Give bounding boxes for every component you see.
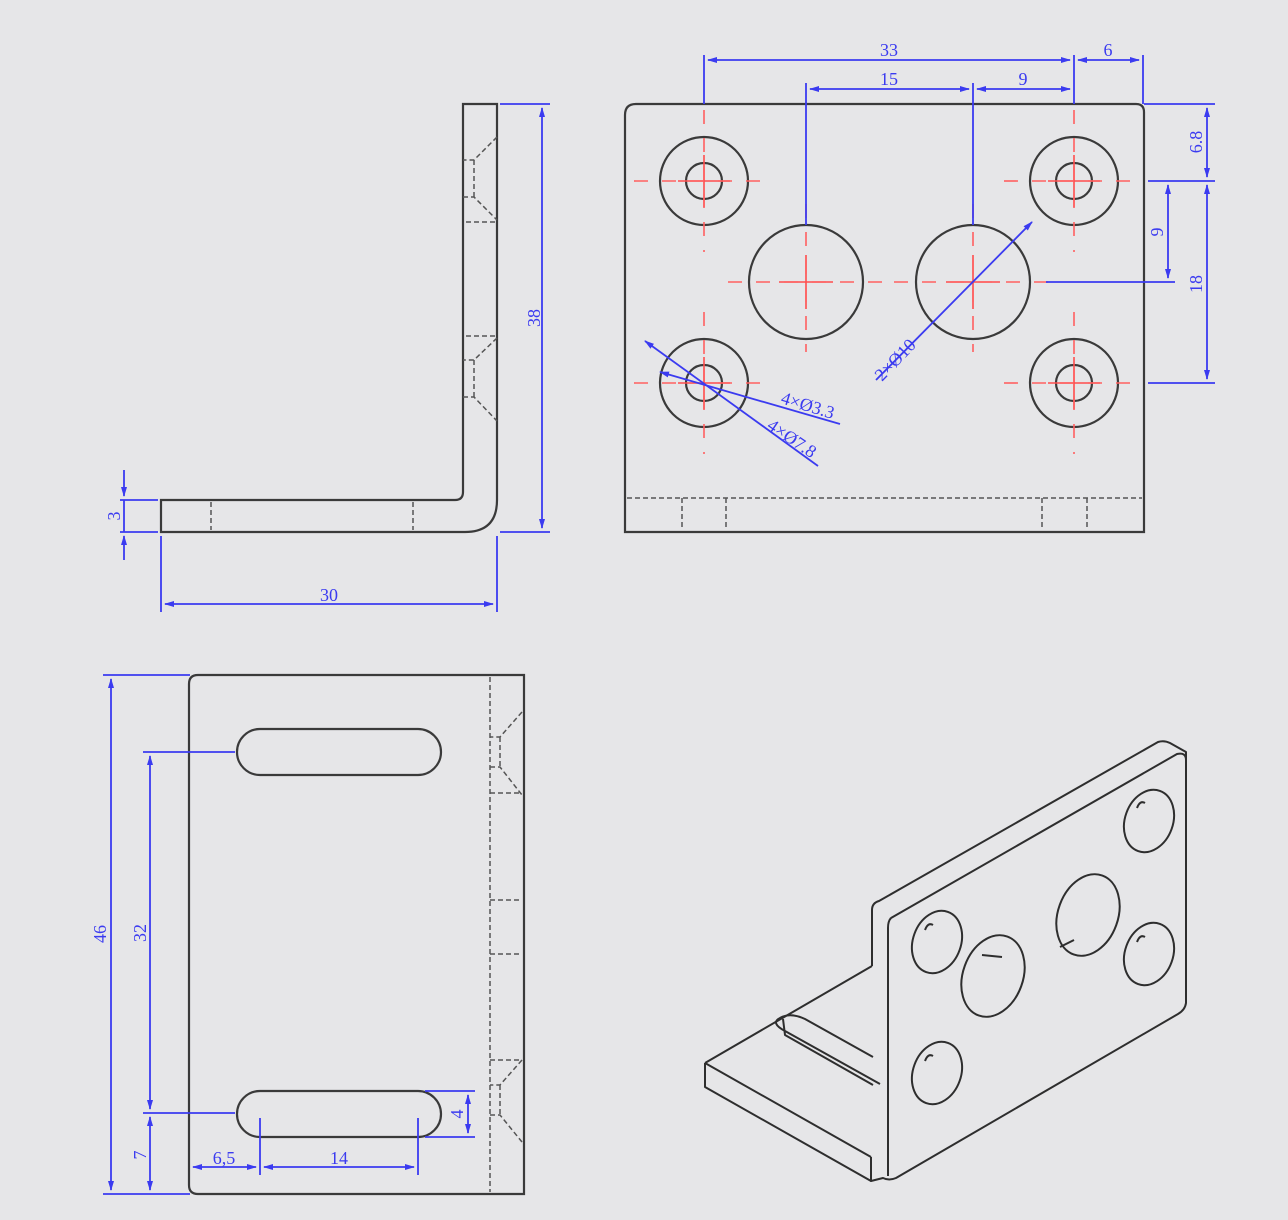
bottom-view: 46 32 7 6,5 14 4 — [90, 673, 526, 1196]
side-view: 38 3 30 — [104, 102, 550, 612]
slot-top — [235, 727, 443, 777]
dim-6-label: 6 — [1104, 40, 1113, 60]
iso-hole-top-right — [1122, 788, 1176, 854]
slot-bottom — [235, 1089, 443, 1139]
large-hole-left — [728, 204, 884, 352]
dim-3-label: 3 — [104, 512, 124, 521]
callout-large-hole: 2×Ø10 — [870, 221, 1033, 385]
bottom-view-hidden-lines — [490, 711, 523, 1143]
iso-base-slot — [775, 1014, 881, 1086]
dimension-length-30: 30 — [160, 536, 498, 612]
iso-large-hole-right — [1055, 873, 1121, 957]
iso-hole-inner-lines — [924, 801, 1146, 1062]
front-view: 33 6 15 9 6.8 9 — [623, 40, 1215, 534]
bottom-view-outline — [187, 673, 526, 1196]
front-view-outline — [623, 102, 1146, 534]
iso-hole-top-left — [910, 909, 964, 975]
dimension-15: 15 — [805, 69, 974, 225]
dimension-9-horizontal: 9 — [976, 69, 1071, 92]
iso-base-plate — [704, 965, 873, 1182]
iso-large-hole-left — [960, 934, 1026, 1018]
dimension-33: 33 — [703, 40, 1075, 104]
dim-9h-label: 9 — [1019, 69, 1028, 89]
side-view-hidden-lines — [210, 136, 498, 530]
dim-4-label: 4 — [447, 1110, 467, 1119]
dim-6-8-label: 6.8 — [1186, 131, 1206, 154]
dimension-6-8: 6.8 — [1144, 103, 1215, 182]
dim-14-label: 14 — [330, 1148, 348, 1168]
callout-3-3-label: 4×Ø3.3 — [779, 388, 837, 423]
dim-18-label: 18 — [1186, 275, 1206, 293]
dim-6-5-label: 6,5 — [213, 1148, 236, 1168]
dim-9v-label: 9 — [1147, 228, 1167, 237]
dimension-9-vertical: 9 — [1046, 184, 1175, 283]
iso-vertical-plate — [870, 740, 1187, 1182]
callout-7-8-label: 4×Ø7.8 — [764, 415, 820, 462]
dimension-32: 32 — [130, 751, 235, 1114]
dimension-7: 7 — [130, 1116, 153, 1191]
iso-hole-bottom-left — [910, 1040, 964, 1106]
dim-46-label: 46 — [90, 925, 110, 943]
callout-10-label: 2×Ø10 — [870, 335, 919, 385]
dimension-height-38: 38 — [500, 103, 550, 533]
iso-vertical-plate-inner-edge — [887, 752, 1187, 1176]
counterbore-hole-bottom-right — [1004, 312, 1144, 454]
bend-hidden-ticks — [681, 498, 1088, 530]
dimension-4: 4 — [425, 1090, 475, 1138]
dim-30-label: 30 — [320, 585, 338, 605]
dim-32-label: 32 — [130, 924, 150, 942]
dim-15-label: 15 — [880, 69, 898, 89]
dimension-18: 18 — [1148, 184, 1215, 384]
dim-38-label: 38 — [524, 309, 544, 327]
dimension-6-5: 6,5 — [192, 1118, 261, 1175]
side-view-outline — [159, 102, 499, 534]
dim-7-label: 7 — [130, 1151, 150, 1160]
counterbore-hole-top-left — [634, 110, 774, 252]
dimension-6: 6 — [1077, 40, 1144, 104]
dimension-thickness-3: 3 — [104, 470, 158, 560]
counterbore-hole-top-right — [1004, 110, 1144, 252]
iso-hole-bottom-right — [1122, 921, 1176, 987]
dim-33-label: 33 — [880, 40, 898, 60]
isometric-view — [704, 740, 1187, 1182]
dimension-14: 14 — [263, 1118, 419, 1175]
dimension-46: 46 — [90, 674, 190, 1195]
